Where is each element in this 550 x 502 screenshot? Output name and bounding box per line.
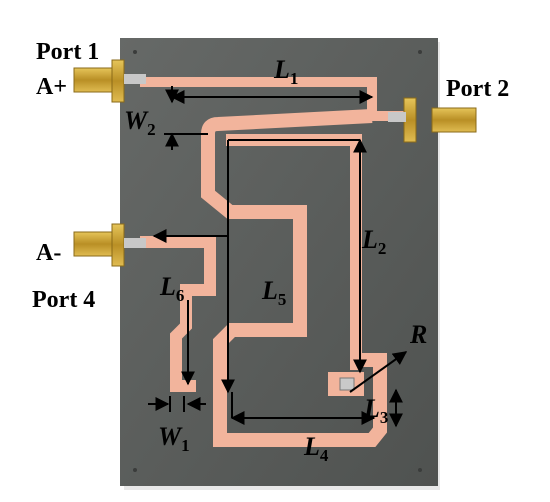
mounting-hole — [133, 50, 137, 54]
arrow-R — [349, 351, 408, 393]
resistor-chip — [339, 377, 355, 391]
dim-W1: W1 — [158, 422, 190, 455]
dimension-arrows — [148, 86, 408, 428]
a-minus-label: A- — [36, 240, 62, 266]
sma-connector-port4 — [73, 223, 146, 267]
dim-L5: L5 — [262, 276, 287, 309]
port2-label: Port 2 — [446, 76, 510, 102]
dim-R: R — [410, 320, 428, 349]
dim-L6: L6 — [160, 272, 185, 305]
sma-connector-port2 — [388, 97, 477, 143]
dim-L4: L4 — [304, 432, 329, 465]
trace-L6 — [140, 236, 216, 392]
port1-label: Port 1 — [36, 39, 100, 65]
dim-L1: L1 — [274, 55, 299, 88]
dim-W2: W2 — [124, 106, 156, 139]
a-plus-label: A+ — [36, 74, 68, 100]
mounting-hole — [418, 468, 422, 472]
mounting-hole — [418, 50, 422, 54]
sma-connector-port1 — [73, 59, 146, 103]
port4-label: Port 4 — [32, 287, 96, 313]
dim-L3: L3 — [364, 394, 389, 427]
dim-L2: L2 — [362, 225, 387, 258]
mounting-hole — [133, 468, 137, 472]
